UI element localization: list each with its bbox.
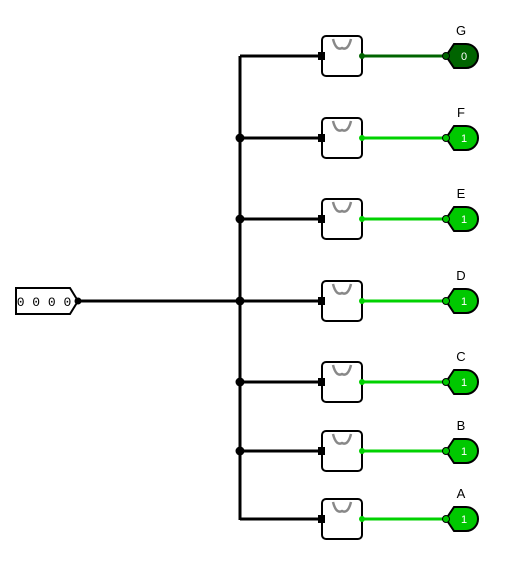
- component-d[interactable]: [318, 280, 365, 322]
- component-curve-icon: [331, 120, 353, 132]
- output-pin-label: A: [457, 486, 466, 501]
- output-pin-d[interactable]: 1: [442, 288, 479, 314]
- output-pin-e[interactable]: 1: [442, 206, 479, 232]
- output-pin-f[interactable]: 1: [442, 125, 479, 151]
- output-row-g: 0G: [240, 23, 479, 77]
- output-pin-label: D: [456, 268, 465, 283]
- component-input-port: [318, 297, 325, 305]
- output-pin-value: 1: [461, 446, 467, 458]
- bus-junction: [235, 133, 245, 143]
- output-pin-b[interactable]: 1: [442, 438, 479, 464]
- output-row-c: 1C: [235, 349, 479, 403]
- component-input-port: [318, 378, 325, 386]
- output-row-e: 1E: [235, 186, 479, 240]
- component-c[interactable]: [318, 361, 365, 403]
- output-pin-label: B: [457, 418, 466, 433]
- output-pin-value: 1: [461, 133, 467, 145]
- bus-junction: [235, 296, 245, 306]
- component-input-port: [318, 515, 325, 523]
- input-pin-value: 0 0 0 0: [17, 295, 72, 310]
- component-curve-icon: [331, 38, 353, 50]
- output-row-b: 1B: [235, 418, 479, 472]
- output-pin-value: 1: [461, 377, 467, 389]
- output-pin-value: 0: [461, 51, 467, 63]
- output-row-f: 1F: [235, 105, 479, 159]
- output-pin-label: F: [457, 105, 465, 120]
- bus-junction: [235, 446, 245, 456]
- component-input-port: [318, 215, 325, 223]
- component-b[interactable]: [318, 430, 365, 472]
- component-curve-icon: [331, 201, 353, 213]
- output-pin-c[interactable]: 1: [442, 369, 479, 395]
- component-curve-icon: [331, 283, 353, 295]
- component-curve-icon: [331, 364, 353, 376]
- output-pin-value: 1: [461, 296, 467, 308]
- component-g[interactable]: [318, 35, 365, 77]
- bus-junction: [235, 214, 245, 224]
- output-pin-label: E: [457, 186, 466, 201]
- input-pin[interactable]: 0 0 0 0: [15, 287, 82, 315]
- output-pin-g[interactable]: 0: [442, 43, 479, 69]
- output-pin-value: 1: [461, 514, 467, 526]
- output-row-a: 1A: [240, 486, 479, 540]
- output-pin-value: 1: [461, 214, 467, 226]
- output-row-d: 1D: [235, 268, 479, 322]
- output-pin-label: C: [456, 349, 465, 364]
- component-input-port: [318, 134, 325, 142]
- component-curve-icon: [331, 433, 353, 445]
- component-e[interactable]: [318, 198, 365, 240]
- output-pin-a[interactable]: 1: [442, 506, 479, 532]
- bus-junction: [235, 377, 245, 387]
- component-input-port: [318, 52, 325, 60]
- component-f[interactable]: [318, 117, 365, 159]
- component-curve-icon: [331, 501, 353, 513]
- output-pin-label: G: [456, 23, 466, 38]
- component-input-port: [318, 447, 325, 455]
- component-a[interactable]: [318, 498, 365, 540]
